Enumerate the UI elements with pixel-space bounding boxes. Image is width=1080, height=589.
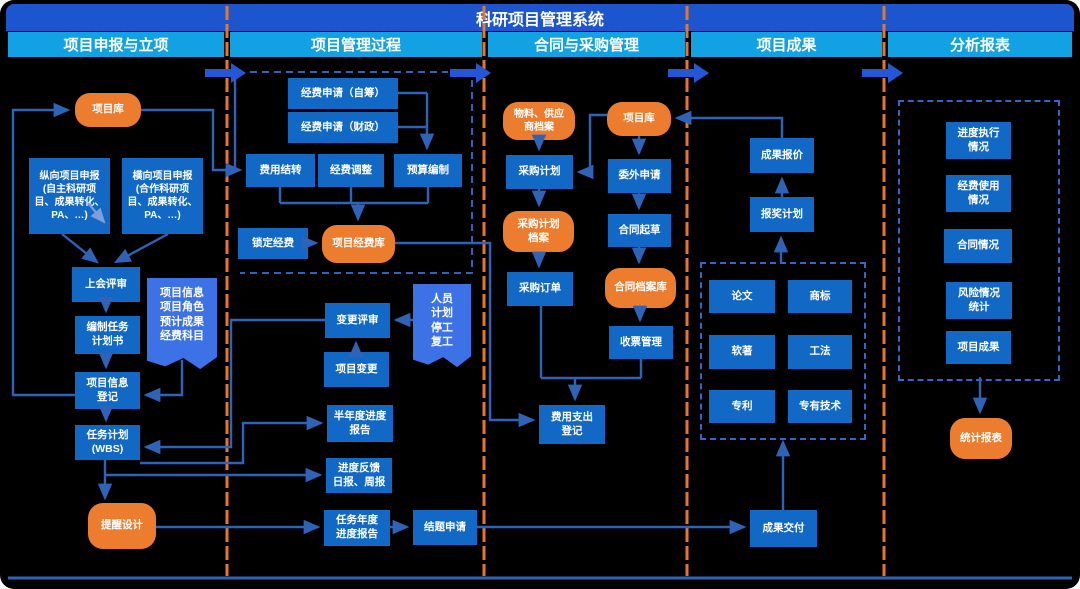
node-task-plan-compile: 编制任务 计划书 (75, 316, 140, 354)
node-project-library-1: 项目库 (75, 93, 141, 127)
node-vertical-application: 纵向项目申报 (自主科研项 目、成果转化、 PA、…) (29, 158, 110, 234)
lane-header-procurement: 合同与采购管理 (488, 32, 685, 57)
node-outsourcing-apply: 委外申请 (608, 159, 671, 193)
node-project-info-doc: 项目信息 项目角色 预计成果 经费科目 (147, 278, 217, 370)
node-semiannual-report: 半年度进度 报告 (327, 405, 393, 442)
node-project-change: 项目变更 (324, 352, 389, 387)
node-invoice-management: 收票管理 (609, 326, 673, 359)
node-result-delivery: 成果交付 (750, 510, 817, 547)
node-procurement-plan-archive: 采购计划 档案 (503, 211, 574, 252)
node-project-results-report: 项目成果 (946, 331, 1011, 364)
node-fund-apply-fiscal: 经费申请（财政） (288, 112, 398, 143)
node-horizontal-application: 横向项目申报 (合作科研项 目、成果转化、 PA、…) (122, 158, 203, 234)
node-purchase-order: 采购订单 (507, 272, 573, 306)
node-annual-task-report: 任务年度 进度报告 (324, 510, 390, 546)
node-paper: 论文 (709, 280, 775, 313)
node-expense-register: 费用支出 登记 (539, 405, 605, 444)
node-fund-adjust: 经费调整 (318, 154, 384, 187)
node-procurement-plan: 采购计划 (506, 155, 573, 189)
node-software-copyright: 软著 (709, 335, 775, 369)
node-closing-application: 结题申请 (413, 510, 477, 545)
lane-header-management: 项目管理过程 (230, 32, 482, 57)
node-material-supplier-archive: 物料、供应 商档案 (503, 102, 575, 140)
lane-header-application: 项目申报与立项 (8, 32, 224, 57)
node-progress-feedback: 进度反馈 日报、周报 (326, 458, 392, 493)
lane-header-reports: 分析报表 (888, 32, 1072, 57)
results-group-box (700, 262, 866, 440)
node-proprietary-tech: 专有技术 (788, 390, 852, 423)
node-expense-carryover: 费用结转 (246, 154, 315, 187)
node-task-plan-wbs: 任务计划 (WBS) (75, 425, 140, 460)
node-reminder-design: 提醒设计 (88, 503, 156, 549)
node-progress-execution-status: 进度执行 情况 (946, 122, 1011, 159)
page-title: 科研项目管理系统 (6, 4, 1074, 31)
node-contract-draft: 合同起草 (608, 214, 671, 247)
node-change-review: 变更评审 (325, 303, 390, 338)
node-result-quotation: 成果报价 (750, 138, 814, 173)
node-project-info-register: 项目信息 登记 (75, 372, 140, 409)
node-statistical-report: 统计报表 (950, 418, 1012, 459)
node-fund-apply-self: 经费申请（自筹） (288, 78, 398, 109)
node-budget-compile: 预算编制 (394, 154, 462, 187)
node-contract-status: 合同情况 (944, 229, 1012, 263)
node-personnel-plan-doc: 人员 计划 停工 复工 (413, 284, 471, 368)
node-patent: 专利 (709, 390, 775, 423)
node-trademark: 商标 (788, 280, 852, 313)
node-risk-statistics: 风险情况 统计 (946, 282, 1012, 319)
node-award-plan: 报奖计划 (750, 197, 814, 232)
node-lock-funds: 锁定经费 (238, 228, 308, 259)
node-project-library-3: 项目库 (607, 102, 671, 136)
lane-header-results: 项目成果 (691, 32, 882, 57)
node-meeting-review: 上会评审 (72, 267, 140, 302)
node-fund-usage-status: 经费使用 情况 (946, 175, 1011, 212)
node-project-fund-library: 项目经费库 (322, 225, 395, 263)
node-construction-method: 工法 (788, 335, 852, 369)
node-contract-archive: 合同档案库 (605, 268, 676, 308)
